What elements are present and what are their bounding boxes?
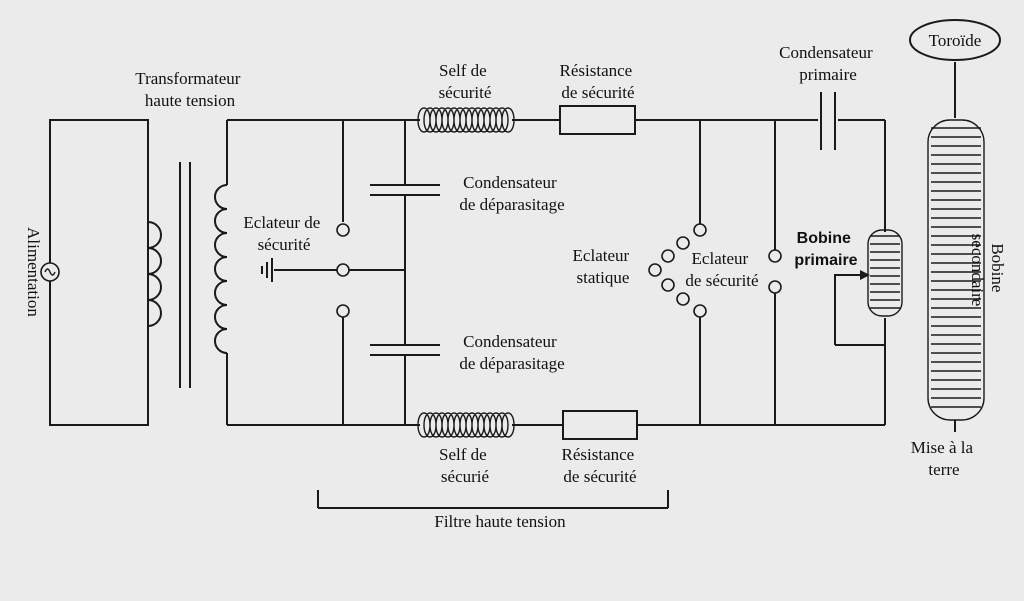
main-rails [227, 119, 885, 426]
ground-icon [261, 258, 273, 282]
bobine-secondaire [927, 62, 985, 432]
self-securite-top [417, 107, 515, 133]
eclateur-securite-left-label: Eclateur de sécurité [243, 213, 324, 254]
resistance-bottom-label: Résistance de sécurité [562, 445, 639, 486]
transformateur-label: Transformateur haute tension [135, 69, 244, 110]
self-securite-bottom [417, 412, 515, 438]
bobine-secondaire-label: Bobine secondaire [968, 234, 1007, 307]
resistance-securite-top [559, 105, 636, 135]
self-bottom-label: Self de sécurié [439, 445, 491, 486]
eclateur-statique [648, 120, 707, 425]
bobine-primaire-label: Bobine primaire [794, 230, 857, 269]
alimentation-label: Alimentation [24, 227, 43, 317]
toroide-label: Toroïde [929, 31, 982, 50]
eclateur-securite-left [261, 120, 405, 425]
condensateur-dep-bottom-label: Condensateur de déparasitage [459, 332, 564, 373]
condensateur-dep-top-label: Condensateur de déparasitage [459, 173, 564, 214]
mise-terre-label: Mise à la terre [911, 438, 978, 479]
eclateur-securite-right [768, 120, 782, 425]
filtre-bracket [317, 490, 669, 509]
transformer-secondary-coil [214, 184, 228, 354]
self-top-label: Self de sécurité [439, 61, 492, 102]
transformer-primary-coil [147, 221, 162, 327]
resistance-securite-bottom [562, 410, 638, 440]
resistance-top-label: Résistance de sécurité [560, 61, 637, 102]
ac-wave-icon [44, 268, 56, 276]
bobine-primaire [834, 120, 903, 425]
transformateur-symbol [147, 120, 228, 425]
eclateur-statique-label: Eclateur statique [573, 246, 634, 287]
condensateur-primaire-label: Condensateur primaire [779, 43, 877, 84]
filtre-label: Filtre haute tension [434, 512, 566, 531]
condensateur-primaire [820, 92, 836, 150]
toroide-shape [909, 19, 1001, 61]
eclateur-securite-right-label: Eclateur de sécurité [685, 249, 758, 290]
condensateurs-deparasitage [370, 120, 440, 425]
alimentation-circuit [40, 119, 149, 426]
